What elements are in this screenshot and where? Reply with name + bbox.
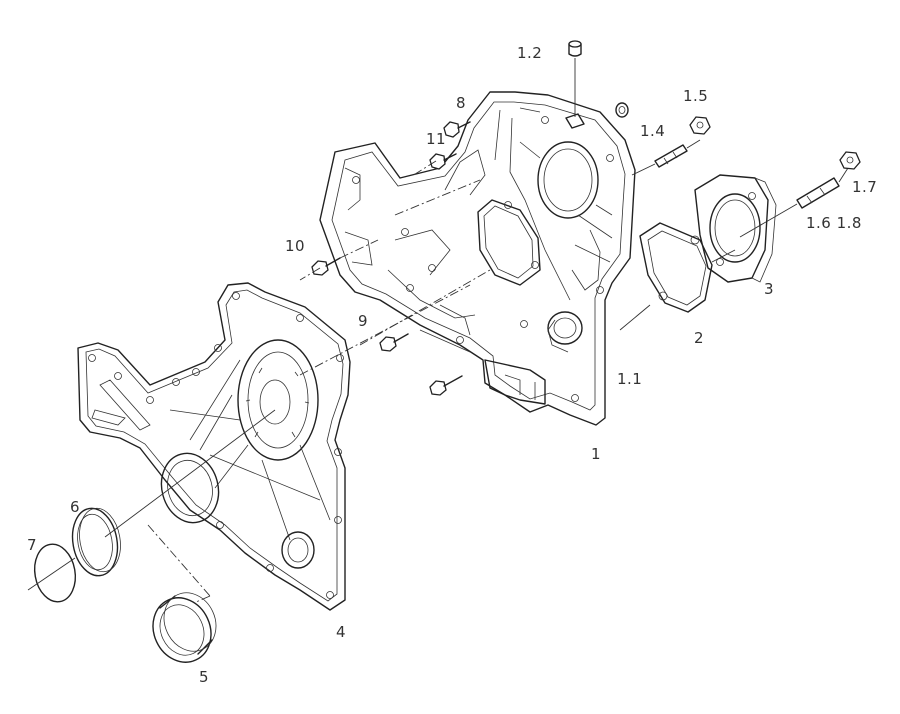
assembly-lines — [27, 179, 736, 603]
nut-part-1-7 — [839, 151, 861, 170]
plug-part-1-2 — [568, 40, 582, 117]
label-part-1: 1 — [591, 445, 602, 463]
bolt-part-11 — [411, 153, 457, 177]
label-part-1-4: 1.4 — [640, 122, 666, 140]
label-part-6: 6 — [70, 498, 81, 516]
gasket-part-2 — [639, 222, 713, 313]
label-part-2: 2 — [694, 329, 705, 347]
label-part-10: 10 — [285, 237, 306, 255]
label-part-1-5: 1.5 — [683, 87, 709, 105]
gear-cover-part-4 — [77, 282, 351, 611]
label-part-9: 9 — [358, 312, 369, 330]
label-part-1-2: 1.2 — [517, 44, 543, 62]
cap-part-7 — [33, 543, 77, 603]
cover-plate-part-3 — [694, 174, 777, 283]
bolt-part-10 — [299, 239, 379, 281]
bolt-lower — [429, 375, 463, 396]
label-part-11: 11 — [426, 130, 447, 148]
washer-part-1-3 — [615, 102, 629, 118]
label-part-7: 7 — [27, 536, 38, 554]
stud-part-1-6 — [739, 167, 849, 238]
gear-housing-part-1 — [319, 91, 636, 426]
nut-part-1-5 — [689, 116, 711, 135]
label-part-4: 4 — [336, 623, 347, 641]
bolt-part-8 — [443, 121, 471, 138]
label-part-1-7: 1.7 — [852, 178, 878, 196]
label-part-1-6-1-8: 1.6 1.8 — [806, 214, 862, 232]
label-part-8: 8 — [456, 94, 467, 112]
label-part-5: 5 — [199, 668, 210, 686]
label-part-1-1: 1.1 — [617, 370, 643, 388]
dowel-pin-part-1-4 — [631, 139, 701, 176]
bolt-part-9 — [379, 333, 409, 352]
label-part-3: 3 — [764, 280, 775, 298]
oil-seal-part-5 — [152, 592, 217, 663]
wear-ring-part-6 — [71, 507, 121, 577]
